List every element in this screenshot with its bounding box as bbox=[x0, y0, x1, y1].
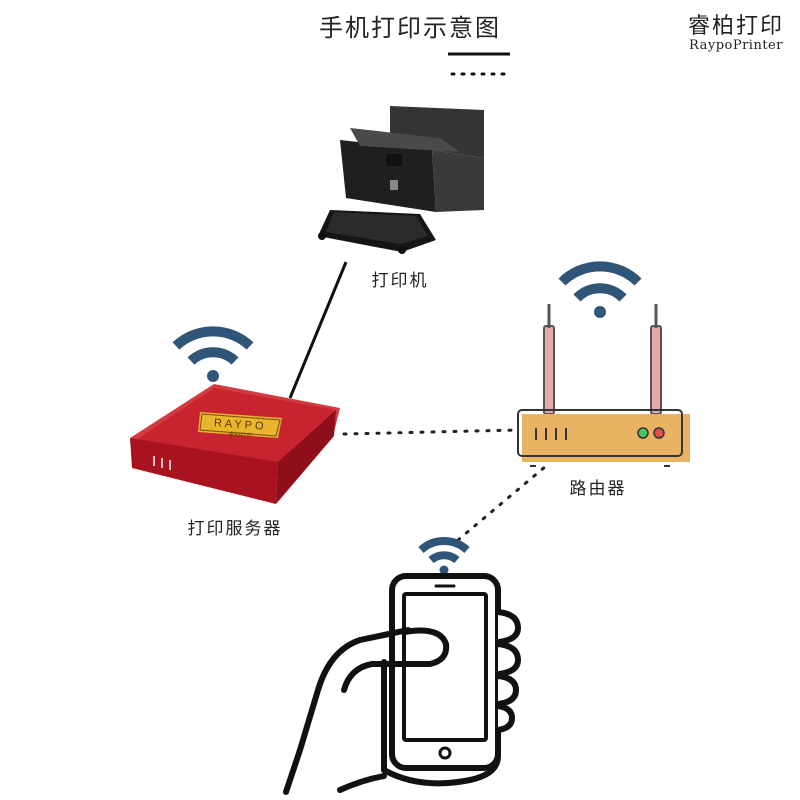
title-underline bbox=[448, 52, 512, 76]
hand-holding-phone-icon bbox=[283, 573, 521, 795]
link-server-to-router bbox=[342, 428, 520, 436]
phone-wifi-icon bbox=[418, 537, 470, 575]
link-phone-to-router bbox=[456, 464, 548, 542]
router-icon bbox=[517, 304, 690, 467]
printer-label: 打印机 bbox=[371, 271, 429, 291]
print-server-icon bbox=[130, 384, 340, 504]
cable-server-to-printer bbox=[288, 261, 348, 399]
printer-icon bbox=[318, 106, 484, 254]
brand-name-en: RaypoPrinter bbox=[689, 38, 783, 53]
server-badge-text: RAYPO bbox=[214, 417, 267, 433]
server-wifi-icon bbox=[172, 326, 254, 382]
router-label: 路由器 bbox=[569, 479, 627, 499]
server-badge-subtext: 睿柏打印 bbox=[228, 430, 253, 440]
diagram-title: 手机打印示意图 bbox=[319, 14, 501, 42]
print-server-label: 打印服务器 bbox=[187, 519, 283, 539]
router-wifi-icon bbox=[558, 261, 642, 318]
brand-name-cn: 睿柏打印 bbox=[687, 14, 784, 39]
